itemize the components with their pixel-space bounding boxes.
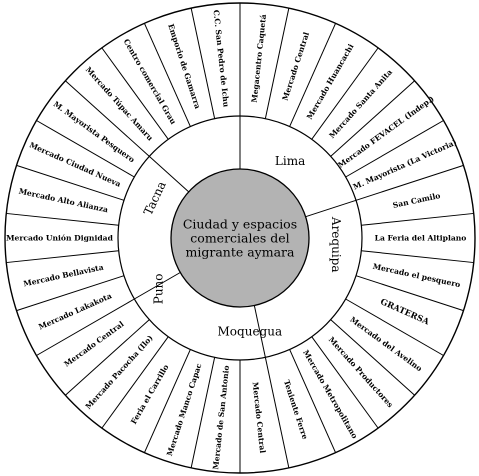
city-label-puno: Puno: [152, 273, 166, 304]
market-divider: [355, 164, 464, 201]
city-divider: [149, 155, 190, 193]
market-divider: [289, 23, 337, 127]
market-divider: [190, 8, 216, 119]
market-label: La Feria del Altiplano: [375, 234, 467, 243]
city-label-moquegua: Moquegua: [218, 324, 283, 338]
market-divider: [16, 275, 125, 312]
market-divider: [101, 47, 169, 140]
market-divider: [16, 164, 125, 201]
market-divider: [264, 8, 290, 119]
market-divider: [330, 319, 415, 396]
market-label: Mercado Unión Dignidad: [6, 234, 113, 243]
market-divider: [361, 212, 474, 226]
market-divider: [345, 298, 444, 356]
city-divider: [305, 199, 357, 218]
market-divider: [264, 357, 290, 468]
market-divider: [311, 336, 379, 429]
center-text-line-3: migrante aymara: [186, 245, 296, 260]
market-divider: [65, 80, 150, 157]
market-divider: [101, 336, 169, 429]
center-hub: [170, 168, 310, 308]
market-divider: [36, 298, 135, 356]
market-divider: [6, 250, 119, 264]
market-divider: [355, 275, 464, 312]
market-divider: [36, 120, 135, 178]
center-text-line-1: Ciudad y espacios: [183, 217, 297, 232]
hub-group: Ciudad y espacios comerciales del migran…: [170, 168, 310, 308]
market-divider: [6, 212, 119, 226]
market-divider: [143, 23, 191, 127]
city-divider: [253, 305, 266, 358]
city-divider: [134, 272, 181, 300]
city-label-lima: Lima: [275, 154, 305, 168]
city-label-arequipa: Arequipa: [329, 216, 343, 273]
market-divider: [289, 349, 337, 453]
market-divider: [143, 349, 191, 453]
market-divider: [311, 47, 379, 140]
market-divider: [330, 80, 415, 157]
market-divider: [345, 120, 444, 178]
market-divider: [65, 319, 150, 396]
spokes-group: [6, 3, 474, 473]
market-divider: [190, 357, 216, 468]
center-text-line-2: comerciales del: [190, 231, 289, 246]
market-divider: [361, 250, 474, 264]
